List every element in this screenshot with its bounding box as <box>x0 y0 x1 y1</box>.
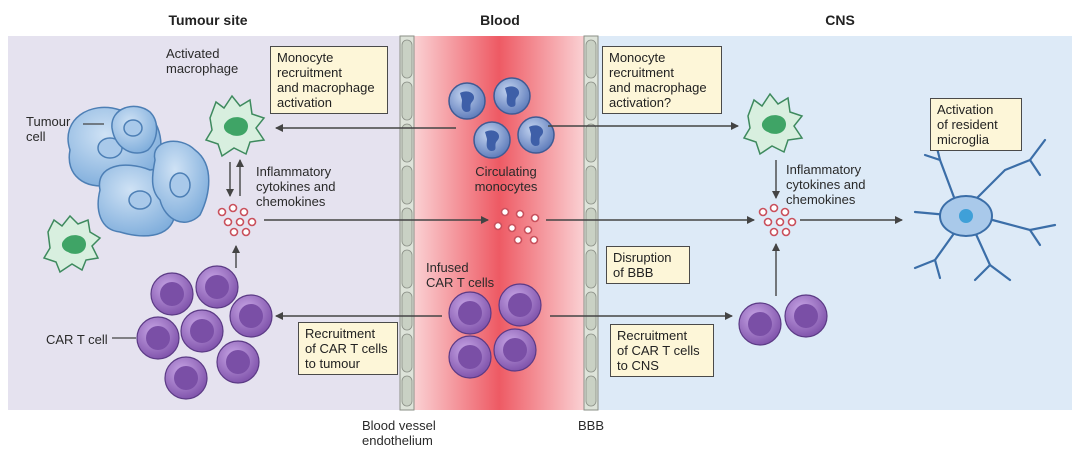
car-t-cells-cns <box>738 294 828 346</box>
cytokines-tumour <box>217 203 257 237</box>
arrows <box>226 122 903 320</box>
box-monocyte-recruitment-cns: Monocyte recruitment and macrophage acti… <box>602 46 722 114</box>
tumour-cells <box>67 105 210 237</box>
label-inflammatory-tumour: Inflammatory cytokines and chemokines <box>256 164 336 209</box>
box-recruitment-tumour: Recruitment of CAR T cells to tumour <box>298 322 398 375</box>
header-cns: CNS <box>825 12 855 28</box>
label-infused-car-t: Infused CAR T cells <box>426 260 495 290</box>
label-car-t-cell: CAR T cell <box>46 332 108 347</box>
microglia-nucleus <box>959 209 973 223</box>
cytokines-blood <box>493 207 540 245</box>
label-circulating-monocytes: Circulating monocytes <box>474 164 538 194</box>
car-t-cells-tumour <box>136 265 273 400</box>
microglia-icon <box>913 138 1057 282</box>
endothelium-wall-left <box>399 35 415 411</box>
activated-macrophage-icon <box>204 94 266 158</box>
macrophage-icon-small <box>42 214 102 274</box>
box-monocyte-recruitment-tumour: Monocyte recruitment and macrophage acti… <box>270 46 388 114</box>
infused-car-t-cells <box>448 283 542 379</box>
box-activation-microglia: Activation of resident microglia <box>930 98 1022 151</box>
circulating-monocytes-icon <box>448 77 555 159</box>
label-inflammatory-cns: Inflammatory cytokines and chemokines <box>786 162 866 207</box>
endothelium-wall-right <box>583 35 599 411</box>
header-tumour-site: Tumour site <box>168 12 248 28</box>
label-tumour-cell: Tumour cell <box>26 114 71 144</box>
header-blood: Blood <box>480 12 520 28</box>
label-blood-vessel-endothelium: Blood vessel endothelium <box>362 418 436 448</box>
box-recruitment-cns: Recruitment of CAR T cells to CNS <box>610 324 714 377</box>
cytokines-cns <box>758 203 797 237</box>
label-activated-macrophage: Activated macrophage <box>166 46 239 76</box>
label-bbb: BBB <box>578 418 605 433</box>
box-disruption-bbb: Disruption of BBB <box>606 246 690 284</box>
cns-macrophage-icon <box>742 92 804 156</box>
label-leaders <box>83 123 136 339</box>
